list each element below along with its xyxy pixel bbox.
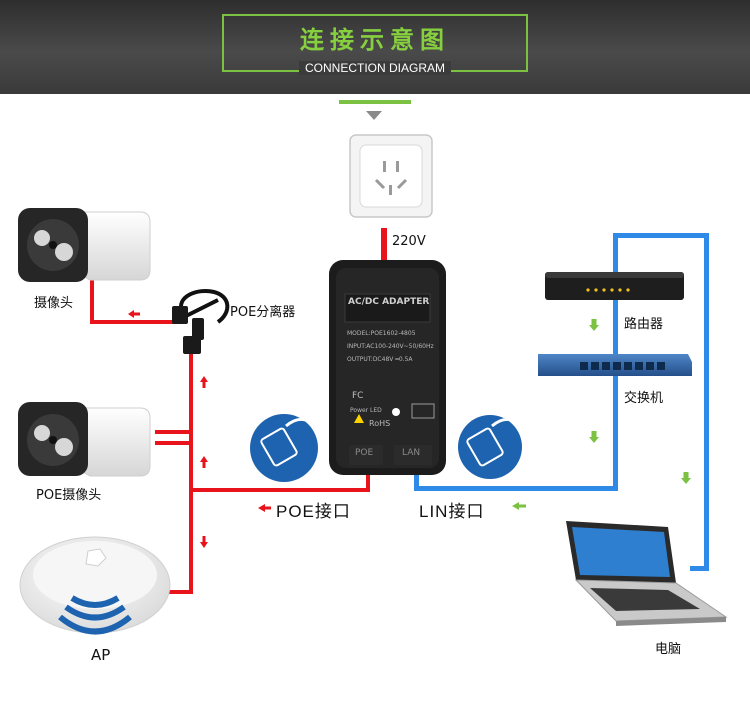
green-arrows bbox=[512, 319, 691, 510]
adapter-input: INPUT:AC100-240V~50/60Hz bbox=[347, 343, 434, 350]
red-wire-adapter-drop bbox=[366, 474, 370, 492]
arrow-left-lin bbox=[512, 502, 526, 510]
adapter-heading: AC/DC ADAPTER bbox=[348, 297, 430, 307]
arrow-left-camera1 bbox=[128, 310, 140, 318]
blue-wire-top bbox=[613, 233, 709, 238]
adapter-port-lan: LAN bbox=[402, 448, 421, 458]
camera-label: 摄像头 bbox=[34, 296, 74, 311]
red-wire-main-vertical bbox=[189, 350, 193, 593]
title-english-text: CONNECTION DIAGRAM bbox=[298, 61, 451, 75]
rj45-icon-left bbox=[250, 414, 318, 482]
arrow-up-1 bbox=[200, 376, 208, 388]
red-arrows bbox=[128, 310, 271, 548]
adapter-port-poe: POE bbox=[355, 448, 374, 458]
power-led-indicator bbox=[392, 408, 400, 416]
poe-splitter bbox=[172, 289, 230, 354]
voltage-label: 220V bbox=[392, 234, 426, 249]
title-english: CONNECTION DIAGRAM bbox=[222, 61, 528, 75]
down-triangle-icon bbox=[366, 111, 382, 120]
blue-wire-right-vertical bbox=[704, 233, 709, 571]
arrow-left-poe-port bbox=[258, 504, 271, 512]
red-wire-cam1-horizontal bbox=[90, 320, 178, 324]
green-divider bbox=[339, 100, 411, 104]
arrow-down-pc bbox=[681, 472, 691, 484]
camera-1 bbox=[18, 208, 151, 282]
red-wire-bottom-horizontal bbox=[191, 488, 369, 492]
ap-label: AP bbox=[91, 646, 111, 664]
blue-wire-adapter-rise bbox=[414, 474, 419, 491]
adapter-output: OUTPUT:DC48V ═0.5A bbox=[347, 356, 413, 363]
rj45-icon-right bbox=[458, 415, 524, 479]
arrow-up-2 bbox=[200, 456, 208, 468]
wall-socket bbox=[349, 134, 433, 218]
poe-adapter: FC bbox=[329, 260, 446, 475]
poe-port-label: POE接口 bbox=[276, 502, 351, 521]
router-label: 路由器 bbox=[624, 317, 664, 332]
switch-label: 交换机 bbox=[624, 391, 664, 406]
red-poe-wiring bbox=[90, 228, 387, 594]
router bbox=[545, 272, 684, 300]
computer-label: 电脑 bbox=[655, 642, 682, 657]
title-chinese: 连接示意图 bbox=[300, 26, 450, 54]
blue-wire-to-pc bbox=[690, 566, 709, 571]
red-wire-cam2-upper bbox=[155, 430, 191, 434]
red-wire-cam1-vertical bbox=[90, 276, 94, 324]
svg-text:FC: FC bbox=[352, 391, 363, 401]
arrow-down-router bbox=[589, 319, 599, 331]
camera-2 bbox=[18, 402, 151, 477]
lin-port-label: LIN接口 bbox=[419, 502, 485, 521]
adapter-rohs: RoHS bbox=[369, 419, 391, 428]
arrow-down-ap bbox=[200, 536, 208, 548]
adapter-model: MODEL:POE1602-4805 bbox=[347, 330, 416, 337]
wireless-ap bbox=[19, 536, 171, 635]
laptop bbox=[566, 521, 728, 626]
red-wire-cam2-lower bbox=[155, 441, 191, 445]
red-wire-ap-horizontal bbox=[148, 590, 193, 594]
blue-wire-bottom bbox=[414, 486, 618, 491]
splitter-label: POE分离器 bbox=[230, 305, 296, 320]
red-wire-socket-adapter bbox=[381, 228, 387, 262]
arrow-down-switch bbox=[589, 431, 599, 443]
poe-camera-label: POE摄像头 bbox=[36, 488, 102, 503]
network-switch bbox=[538, 354, 692, 376]
adapter-power-led-label: Power LED bbox=[350, 407, 382, 414]
